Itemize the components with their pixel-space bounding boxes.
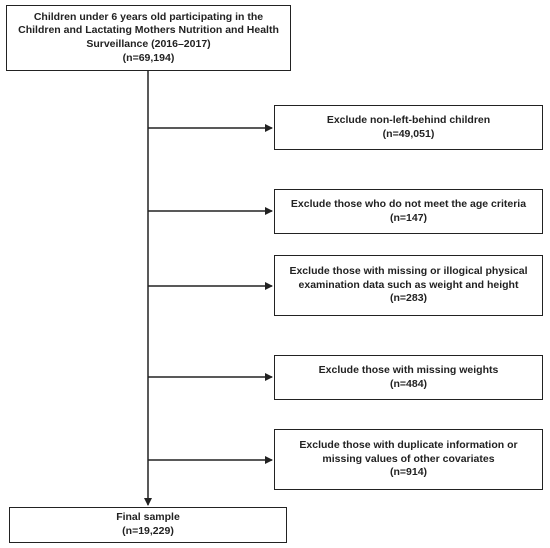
exclusion-5-line-2: missing values of other covariates (322, 452, 495, 465)
final-box: Final sample (n=19,229) (9, 507, 287, 543)
exclusion-5-count: (n=914) (389, 466, 428, 479)
exclusion-box-1: Exclude non-left-behind children (n=49,0… (274, 105, 543, 150)
exclusion-5-line-1: Exclude those with duplicate information… (299, 439, 518, 452)
start-line-1: Children under 6 years old participating… (33, 10, 264, 23)
exclusion-box-2: Exclude those who do not meet the age cr… (274, 189, 543, 234)
final-count: (n=19,229) (122, 525, 174, 537)
final-label: Final sample (116, 511, 180, 524)
start-line-2: Children and Lactating Mothers Nutrition… (18, 24, 279, 37)
start-line-3: Surveillance (2016–2017) (86, 38, 211, 50)
exclusion-3-count: (n=283) (389, 292, 428, 305)
exclusion-box-3: Exclude those with missing or illogical … (274, 255, 543, 316)
exclusion-3-line-1: Exclude those with missing or illogical … (289, 265, 528, 278)
exclusion-4-count: (n=484) (389, 377, 428, 390)
exclusion-4-label: Exclude those with missing weights (318, 363, 499, 376)
exclusion-1-label: Exclude non-left-behind children (326, 113, 491, 126)
exclusion-2-label: Exclude those who do not meet the age cr… (290, 197, 527, 210)
exclusion-box-5: Exclude those with duplicate information… (274, 429, 543, 490)
exclusion-3-line-2: examination data such as weight and heig… (298, 278, 519, 291)
start-count: (n=69,194) (122, 51, 175, 64)
start-box: Children under 6 years old participating… (6, 5, 291, 71)
exclusion-1-count: (n=49,051) (382, 127, 435, 140)
exclusion-2-count: (n=147) (389, 211, 428, 224)
exclusion-box-4: Exclude those with missing weights (n=48… (274, 355, 543, 400)
